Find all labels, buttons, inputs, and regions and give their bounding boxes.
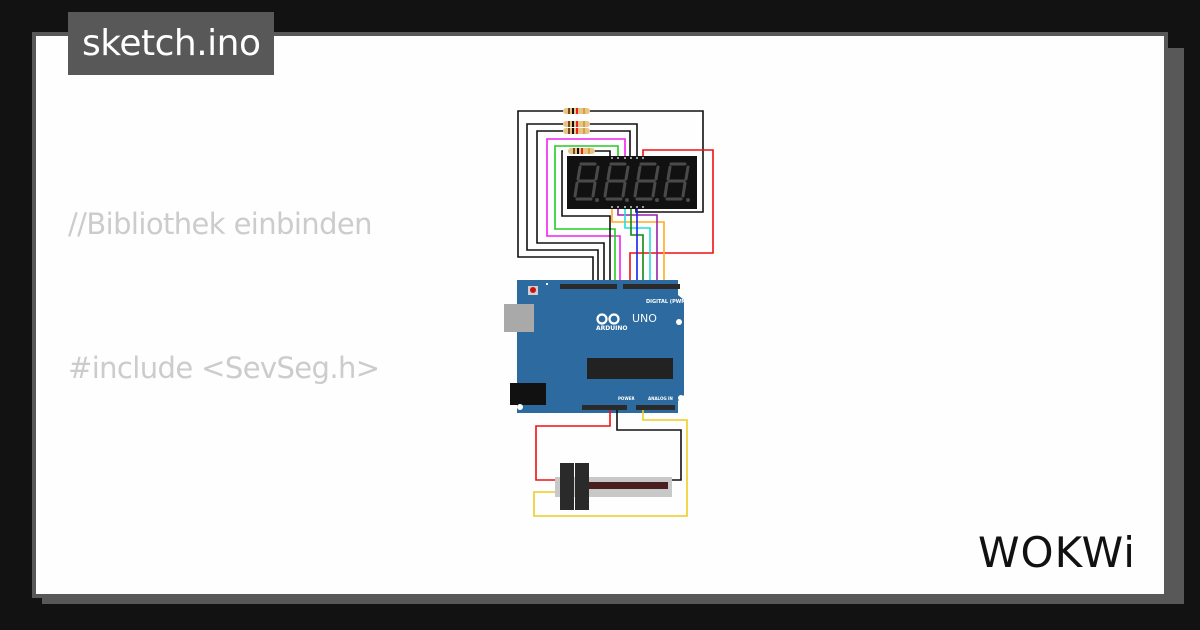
svg-text:UNO: UNO (632, 312, 657, 325)
seven-segment-display (567, 156, 697, 209)
wokwi-logo[interactable]: WOKWi (978, 528, 1136, 577)
code-line: //Bibliothek einbinden (68, 207, 373, 241)
svg-text:ANALOG IN: ANALOG IN (648, 396, 673, 401)
file-tab[interactable]: sketch.ino (68, 12, 275, 75)
code-panel-inner: //Bibliothek einbinden #include <SevSeg.… (36, 36, 1164, 594)
code-editor: //Bibliothek einbinden #include <SevSeg.… (68, 104, 1071, 594)
arduino-uno-board: DIGITAL (PWM ~) UNO ARDUINO POWER ANALOG… (504, 280, 694, 413)
code-line: #include <SevSeg.h> (68, 351, 380, 385)
slide-potentiometer (555, 463, 672, 510)
svg-text:DIGITAL (PWM ~): DIGITAL (PWM ~) (646, 299, 694, 305)
resistors (563, 108, 595, 154)
svg-text:ARDUINO: ARDUINO (596, 325, 627, 332)
svg-text:POWER: POWER (618, 396, 635, 401)
